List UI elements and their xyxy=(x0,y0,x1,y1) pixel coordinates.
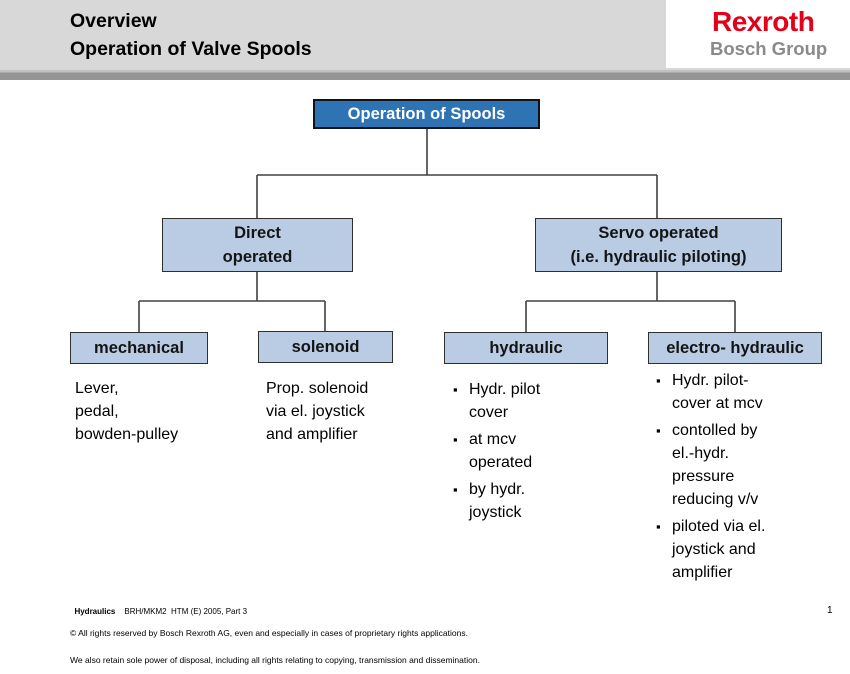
mechanical-description: Lever, pedal, bowden-pulley xyxy=(75,380,179,443)
footer-doc-label: Hydraulics xyxy=(74,607,116,616)
electro-hydraulic-bullet-item: piloted via el. joystick and amplifier xyxy=(655,515,781,584)
page-number: 1 xyxy=(827,605,833,616)
footer-doc-line: Hydraulics BRH/MKM2 HTM (E) 2005, Part 3 xyxy=(70,598,247,616)
node-solenoid: solenoid xyxy=(258,331,393,363)
node-mechanical: mechanical xyxy=(70,332,208,364)
rexroth-bosch-logo: Rexroth Bosch Group xyxy=(666,0,850,68)
bosch-group-logo-text: Bosch Group xyxy=(710,38,828,59)
node-operation-of-spools: Operation of Spools xyxy=(313,99,540,129)
header-divider-bar xyxy=(0,70,850,80)
page-title-line1: Overview xyxy=(70,10,157,32)
node-hydraulic: hydraulic xyxy=(444,332,608,364)
node-servo-operated: Servo operated (i.e. hydraulic piloting) xyxy=(535,218,782,272)
node-direct-operated: Direct operated xyxy=(162,218,353,272)
slide: { "header": { "title_line1": "Overview",… xyxy=(0,0,850,638)
solenoid-description: Prop. solenoid via el. joystick and ampl… xyxy=(266,380,369,443)
hydraulic-bullet-list: Hydr. pilot cover at mcv operated by hyd… xyxy=(452,378,564,528)
footer-copyright-line1: © All rights reserved by Bosch Rexroth A… xyxy=(70,628,468,638)
electro-hydraulic-bullet-item: contolled by el.-hydr. pressure reducing… xyxy=(655,419,781,511)
footer-copyright-line2: We also retain sole power of disposal, i… xyxy=(70,655,480,665)
hydraulic-bullet-item: Hydr. pilot cover xyxy=(452,378,564,424)
page-title: Overview Operation of Valve Spools xyxy=(70,7,312,63)
electro-hydraulic-bullet-list: Hydr. pilot-cover at mcv contolled by el… xyxy=(655,369,781,588)
rexroth-logo-text: Rexroth xyxy=(712,6,815,37)
footer-doc-ref: BRH/MKM2 HTM (E) 2005, Part 3 xyxy=(124,607,248,616)
electro-hydraulic-bullet-item: Hydr. pilot-cover at mcv xyxy=(655,369,781,415)
slide-header: Overview Operation of Valve Spools Rexro… xyxy=(0,0,850,70)
hydraulic-bullet-item: at mcv operated xyxy=(452,428,564,474)
node-electro-hydraulic: electro- hydraulic xyxy=(648,332,822,364)
footer-copyright: © All rights reserved by Bosch Rexroth A… xyxy=(70,611,480,674)
hydraulic-bullet-item: by hydr. joystick xyxy=(452,478,564,524)
tree-connector-lines xyxy=(138,129,736,332)
page-title-line2: Operation of Valve Spools xyxy=(70,38,312,60)
